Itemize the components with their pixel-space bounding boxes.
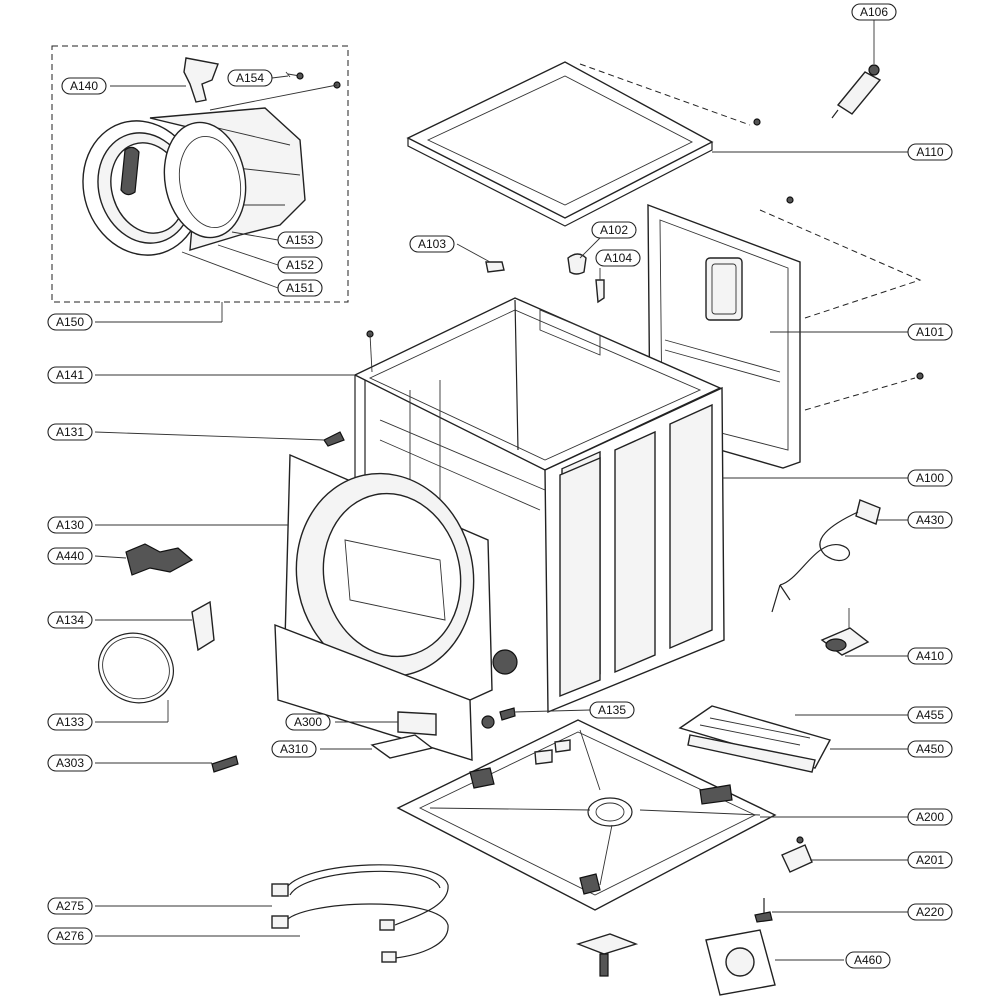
part-a220 bbox=[754, 898, 773, 923]
part-a440 bbox=[125, 543, 194, 576]
label-a300: A300 bbox=[285, 713, 331, 731]
label-a102: A102 bbox=[591, 221, 637, 239]
svg-text:A300: A300 bbox=[294, 715, 322, 729]
svg-text:A133: A133 bbox=[56, 715, 84, 729]
svg-text:A201: A201 bbox=[916, 853, 944, 867]
label-a131: A131 bbox=[47, 423, 93, 441]
label-a440: A440 bbox=[47, 547, 93, 565]
cabinet bbox=[274, 297, 725, 761]
label-a200: A200 bbox=[907, 808, 953, 826]
door-assembly bbox=[51, 45, 349, 303]
svg-text:A135: A135 bbox=[598, 703, 626, 717]
svg-text:A430: A430 bbox=[916, 513, 944, 527]
small-parts-top bbox=[485, 253, 605, 304]
part-a303 bbox=[211, 755, 239, 773]
svg-text:A154: A154 bbox=[236, 71, 264, 85]
label-a275: A275 bbox=[47, 897, 93, 915]
svg-text:A130: A130 bbox=[56, 518, 84, 532]
label-a151: A151 bbox=[277, 279, 323, 297]
svg-text:A151: A151 bbox=[286, 281, 314, 295]
label-a150: A150 bbox=[47, 313, 93, 331]
label-a141: A141 bbox=[47, 366, 93, 384]
label-a140: A140 bbox=[61, 77, 107, 95]
label-a201: A201 bbox=[907, 851, 953, 869]
label-a106: A106 bbox=[851, 3, 897, 21]
svg-text:A310: A310 bbox=[280, 742, 308, 756]
svg-text:A131: A131 bbox=[56, 425, 84, 439]
svg-text:A150: A150 bbox=[56, 315, 84, 329]
top-plate bbox=[406, 61, 761, 227]
svg-text:A440: A440 bbox=[56, 549, 84, 563]
svg-text:A110: A110 bbox=[916, 145, 943, 159]
svg-text:A152: A152 bbox=[286, 258, 314, 272]
label-a101: A101 bbox=[907, 323, 953, 341]
label-a310: A310 bbox=[271, 740, 317, 758]
svg-text:A106: A106 bbox=[860, 5, 888, 19]
svg-text:A460: A460 bbox=[854, 953, 882, 967]
part-a460 bbox=[705, 929, 776, 996]
foot-part bbox=[575, 933, 639, 977]
svg-text:A200: A200 bbox=[916, 810, 944, 824]
svg-text:A275: A275 bbox=[56, 899, 84, 913]
label-a104: A104 bbox=[595, 249, 641, 267]
base bbox=[396, 719, 777, 911]
svg-text:A103: A103 bbox=[418, 237, 446, 251]
label-a430: A430 bbox=[907, 511, 953, 529]
label-a450: A450 bbox=[907, 740, 953, 758]
svg-text:A153: A153 bbox=[286, 233, 314, 247]
label-a100: A100 bbox=[907, 469, 953, 487]
control-board bbox=[678, 705, 832, 773]
label-a134: A134 bbox=[47, 611, 93, 629]
svg-text:A455: A455 bbox=[916, 708, 944, 722]
svg-text:A303: A303 bbox=[56, 756, 84, 770]
label-a133: A133 bbox=[47, 713, 93, 731]
label-a220: A220 bbox=[907, 903, 953, 921]
svg-text:A140: A140 bbox=[70, 79, 98, 93]
label-a460: A460 bbox=[845, 951, 891, 969]
part-a133 bbox=[98, 632, 174, 704]
part-a410 bbox=[820, 608, 870, 656]
svg-text:A276: A276 bbox=[56, 929, 84, 943]
svg-text:A104: A104 bbox=[604, 251, 632, 265]
label-a153: A153 bbox=[277, 231, 323, 249]
svg-text:A134: A134 bbox=[56, 613, 84, 627]
svg-text:A102: A102 bbox=[600, 223, 628, 237]
svg-text:A220: A220 bbox=[916, 905, 944, 919]
svg-text:A101: A101 bbox=[916, 325, 944, 339]
svg-text:A141: A141 bbox=[56, 368, 84, 382]
svg-text:A100: A100 bbox=[916, 471, 944, 485]
part-a201 bbox=[781, 836, 813, 873]
hoses bbox=[271, 864, 449, 963]
label-a276: A276 bbox=[47, 927, 93, 945]
label-a303: A303 bbox=[47, 754, 93, 772]
label-a154: A154 bbox=[227, 69, 273, 87]
label-a410: A410 bbox=[907, 647, 953, 665]
label-a135: A135 bbox=[589, 701, 635, 719]
label-a455: A455 bbox=[907, 706, 953, 724]
label-a130: A130 bbox=[47, 516, 93, 534]
part-a134 bbox=[191, 600, 215, 652]
label-a110: A110 bbox=[907, 143, 953, 161]
leader-lines bbox=[94, 20, 908, 961]
part-a106 bbox=[831, 64, 882, 119]
label-a103: A103 bbox=[409, 235, 455, 253]
label-a152: A152 bbox=[277, 256, 323, 274]
part-labels: A106 A110 A140 A154 A153 A152 A151 A150 bbox=[47, 3, 953, 969]
power-cord bbox=[771, 499, 881, 613]
svg-text:A450: A450 bbox=[916, 742, 944, 756]
svg-text:A410: A410 bbox=[916, 649, 944, 663]
